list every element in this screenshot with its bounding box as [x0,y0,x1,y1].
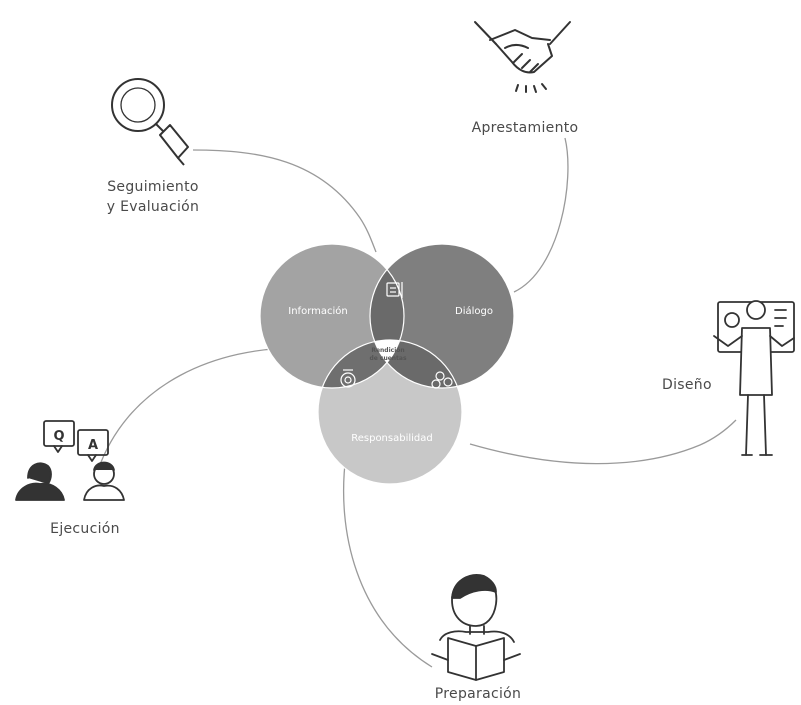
label-seguimiento-line1: Seguimiento [107,179,199,195]
question-bubble [43,420,75,447]
label-preparacion: Preparación [418,684,538,704]
label-ejecucion-text: Ejecución [50,521,120,537]
connector-ejecucion [97,347,297,471]
handshake-icon [474,21,571,93]
venn-label-informacion: Información [288,305,347,317]
connector-seguimiento [192,149,377,253]
connector-lines [97,137,737,668]
question-bubble-label: Q [53,429,64,444]
label-apresto: Aprestamiento [455,118,595,138]
label-seguimiento: Seguimiento y Evaluación [88,177,218,217]
venn-icon-right [431,371,453,389]
magnifier-icon [111,78,189,166]
connector-apresto [513,137,569,293]
label-apresto-text: Aprestamiento [471,120,579,136]
venn-icon-left [340,369,356,388]
label-diseno: Diseño [662,375,712,395]
connector-preparacion [343,454,433,668]
venn-center-line1: Rendición [371,347,404,354]
venn-center-line2: de cuentas [369,355,407,362]
qa-people-icon [15,420,125,501]
venn-overlap-right [370,340,462,388]
answer-bubble [77,429,109,456]
connector-diseno [469,419,737,465]
label-seguimiento-line2: y Evaluación [106,199,200,215]
venn-label-responsabilidad: Responsabilidad [351,433,433,444]
presenter-icon [713,300,795,456]
label-ejecucion: Ejecución [30,519,140,539]
label-diseno-text: Diseño [662,377,712,393]
answer-bubble-label: A [88,438,98,453]
label-preparacion-text: Preparación [434,686,522,702]
reader-icon [431,574,521,681]
venn-diagram: Información Diálogo Responsabilidad Rend… [259,243,515,485]
venn-icon-top [386,282,403,298]
venn-label-dialogo: Diálogo [455,305,493,317]
